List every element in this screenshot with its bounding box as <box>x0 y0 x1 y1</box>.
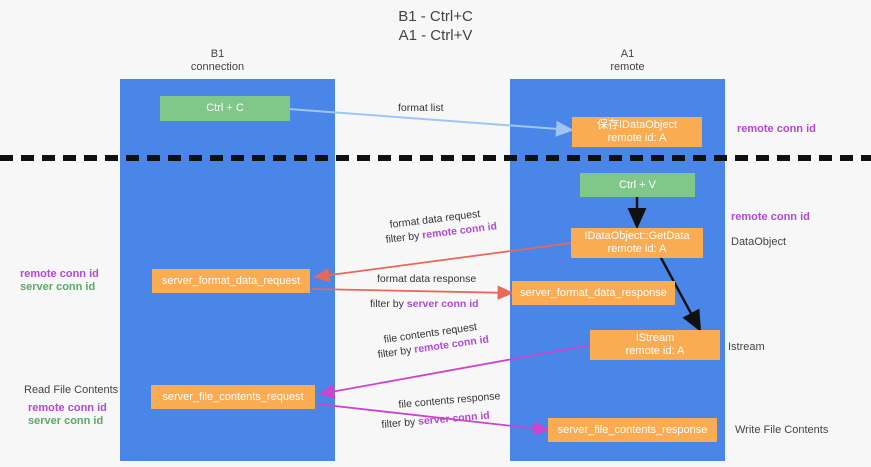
node-save-idataobject-sublabel: remote id: A <box>607 132 667 144</box>
node-ctrl-v-label: Ctrl + V <box>619 178 656 191</box>
annotation-read-file-contents: Read File Contents <box>24 384 119 396</box>
annotation-left-server-conn-id-mid: server conn id <box>20 281 96 293</box>
edge-label-format-list: format list <box>398 102 444 114</box>
annotation-left-server-conn-id-bottom: server conn id <box>28 415 104 427</box>
annotation-remote-conn-id-top: remote conn id <box>737 123 816 135</box>
filter-prefix: filter by <box>377 343 416 361</box>
column-header-a1: A1 remote <box>610 48 645 73</box>
node-ctrl-c[interactable]: Ctrl + C <box>160 96 290 121</box>
phase-divider <box>0 155 871 161</box>
filter-key-server-conn-id: server conn id <box>406 298 479 310</box>
annotation-left-remote-conn-id-mid: remote conn id <box>20 268 99 280</box>
column-header-b1: B1 connection <box>190 48 245 73</box>
annotation-left-remote-conn-id-bottom: remote conn id <box>28 402 107 414</box>
annotation-write-file-contents: Write File Contents <box>735 424 829 436</box>
node-server-format-data-request-label: server_format_data_request <box>161 274 301 287</box>
filter-prefix: filter by <box>370 298 407 310</box>
connector-format-data-response <box>311 285 514 300</box>
filter-key-server-conn-id: server conn id <box>417 409 491 428</box>
filter-prefix: filter by <box>381 415 419 431</box>
node-server-file-contents-response-label: server_file_contents_response <box>557 423 708 436</box>
node-server-file-contents-request[interactable]: server_file_contents_request <box>151 385 315 409</box>
page-title: B1 - Ctrl+C A1 - Ctrl+V <box>398 8 473 44</box>
annotation-dataobject: DataObject <box>731 236 787 248</box>
node-server-file-contents-response[interactable]: server_file_contents_response <box>548 418 717 442</box>
node-istream[interactable]: IStream remote id: A <box>590 330 720 360</box>
edge-label-format-data-response: format data response <box>377 273 477 285</box>
node-idataobject-getdata[interactable]: IDataObject::GetData remote id: A <box>571 228 703 258</box>
node-idataobject-getdata-sublabel: remote id: A <box>607 243 667 255</box>
node-server-format-data-request[interactable]: server_format_data_request <box>152 269 310 293</box>
annotation-istream: Istream <box>728 341 765 353</box>
edge-label-file-contents-response: file contents response <box>398 390 501 411</box>
edge-label-file-contents-response-filter: filter by server conn id <box>381 410 490 432</box>
node-save-idataobject-label: 保存IDataObject <box>596 119 678 131</box>
node-server-format-data-response-label: server_format_data_response <box>520 286 667 299</box>
node-ctrl-c-label: Ctrl + C <box>206 102 244 114</box>
node-save-idataobject[interactable]: 保存IDataObject remote id: A <box>572 117 702 147</box>
node-server-file-contents-request-label: server_file_contents_request <box>162 390 304 403</box>
edge-label-format-data-response-filter: filter by server conn id <box>370 298 479 311</box>
node-idataobject-getdata-label: IDataObject::GetData <box>584 230 690 242</box>
annotation-remote-conn-id-mid: remote conn id <box>731 211 810 223</box>
node-istream-sublabel: remote id: A <box>625 345 685 357</box>
filter-prefix: filter by <box>385 229 423 246</box>
node-server-format-data-response[interactable]: server_format_data_response <box>512 281 675 305</box>
node-istream-label: IStream <box>635 332 675 344</box>
node-ctrl-v[interactable]: Ctrl + V <box>580 173 695 197</box>
